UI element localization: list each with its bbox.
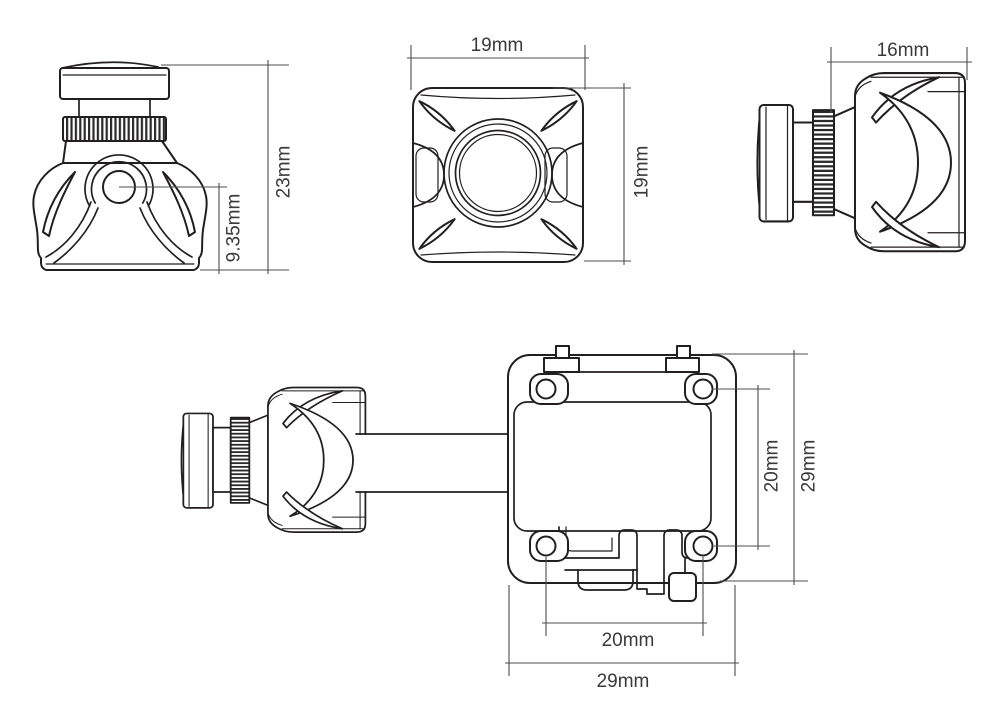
dimension-front-lens-center: 9.35mm <box>119 183 245 274</box>
body-cutout-right <box>162 171 196 237</box>
bracket-bottom-tab <box>577 569 634 591</box>
dimension-rear-width: 19mm <box>407 35 589 90</box>
view-side-elevation <box>756 72 967 253</box>
dimension-bracket-width: 29mm <box>505 585 739 692</box>
dimension-rear-height: 19mm <box>553 83 653 265</box>
dimension-label-bracket-height: 29mm <box>799 440 820 493</box>
mounting-bracket <box>507 345 737 602</box>
view-rear-face <box>412 87 584 263</box>
focus-ring <box>62 116 167 142</box>
dimension-label-hole-spacing-horizontal: 20mm <box>602 630 655 651</box>
lens-opening-inner <box>454 129 542 217</box>
top-boss-left <box>543 357 580 373</box>
dimension-bracket-hole-spacing-vertical: 20mm <box>714 385 783 550</box>
dimension-label-hole-spacing-vertical: 20mm <box>762 440 783 493</box>
mount-hole-bottom-left <box>535 535 557 557</box>
dimension-label-rear-width: 19mm <box>471 35 524 56</box>
view-bottom-assembly <box>180 345 737 602</box>
dimension-bracket-hole-spacing-horizontal: 20mm <box>542 557 707 651</box>
connecting-arm <box>355 433 512 493</box>
dimension-label-side-depth: 16mm <box>877 40 930 61</box>
camera-body-rear <box>412 87 584 263</box>
dimension-label-front-lens-center: 9.35mm <box>224 194 245 263</box>
mount-hole-top-right <box>692 378 714 400</box>
dimension-label-front-height: 23mm <box>274 146 295 199</box>
mount-hole-top-left <box>535 378 557 400</box>
lens-dome <box>61 61 159 69</box>
body-cutout-left <box>42 171 76 237</box>
dimension-bracket-height: 29mm <box>712 350 820 585</box>
lens-mount <box>62 140 178 164</box>
bracket-inner-plate <box>513 401 712 532</box>
bracket-rail-slot <box>558 526 695 595</box>
mount-arch-outer <box>84 154 154 207</box>
dimension-front-height: 23mm <box>161 60 295 274</box>
mount-hole-bottom-right <box>692 535 714 557</box>
bracket-plate <box>507 354 737 584</box>
dimension-side-depth: 16mm <box>827 40 972 113</box>
lens-cap <box>59 67 170 100</box>
dimension-label-rear-height: 19mm <box>632 146 653 199</box>
lens-opening-outer <box>443 118 553 228</box>
cable-connector <box>668 572 697 602</box>
top-tab-left <box>555 345 570 359</box>
top-boss-right <box>665 357 700 373</box>
top-tab-right <box>676 345 691 359</box>
view-front-elevation <box>32 61 208 271</box>
dimension-label-bracket-width: 29mm <box>597 671 650 692</box>
